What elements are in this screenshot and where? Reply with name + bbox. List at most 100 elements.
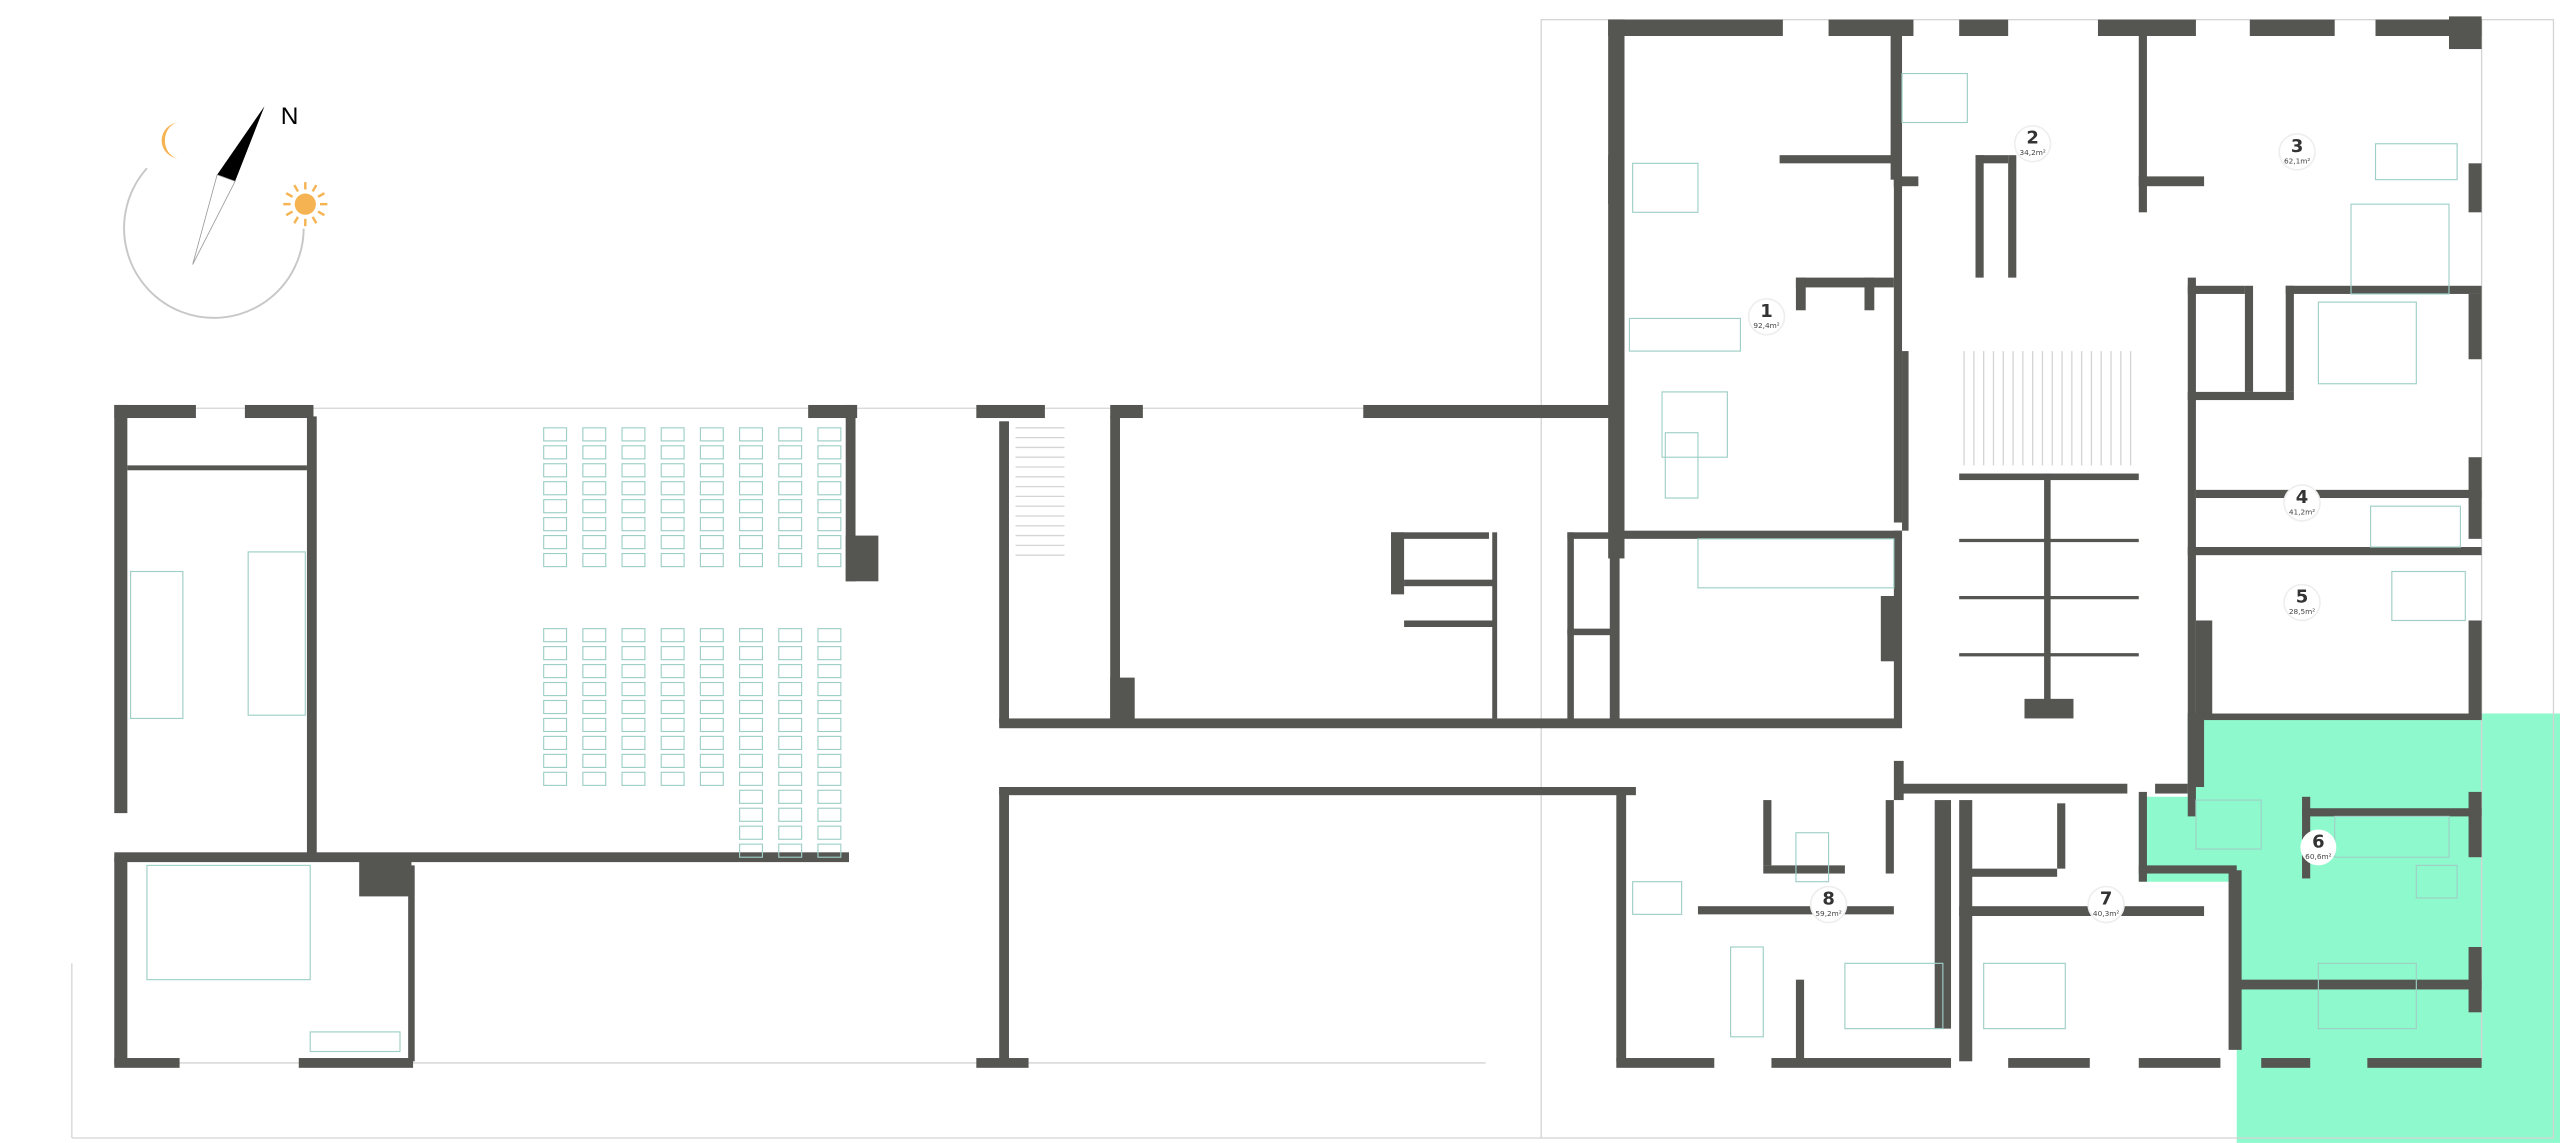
wall xyxy=(2187,547,2482,556)
wall xyxy=(1567,532,1574,722)
apartment-label-1[interactable]: 192,4m² xyxy=(1747,298,1786,336)
sun-ray xyxy=(285,210,294,217)
seat xyxy=(739,646,764,661)
wall xyxy=(298,1058,414,1068)
seat xyxy=(582,663,607,679)
wall xyxy=(2285,285,2294,392)
wall xyxy=(2195,620,2213,719)
furniture-item xyxy=(1697,538,1895,589)
wall xyxy=(2302,808,2482,817)
furniture-item xyxy=(1844,962,1944,1030)
seat xyxy=(817,789,842,804)
furniture-item xyxy=(1661,391,1728,458)
furniture-item xyxy=(1664,432,1699,499)
seat xyxy=(582,753,607,768)
seat xyxy=(817,807,842,822)
apartment-label-6[interactable]: 660,6m² xyxy=(2300,829,2337,866)
site-lines xyxy=(71,19,2555,1139)
sun-ray xyxy=(317,210,326,217)
seat xyxy=(660,445,685,460)
seat xyxy=(739,517,764,532)
apartment-label-7[interactable]: 740,3m² xyxy=(2087,885,2125,924)
apartment-label-2[interactable]: 234,2m² xyxy=(2013,124,2052,163)
seat xyxy=(621,681,646,697)
furniture-item xyxy=(2370,505,2461,548)
seat xyxy=(543,646,568,661)
wall xyxy=(114,404,128,814)
wall xyxy=(1771,1058,1952,1068)
seat xyxy=(543,663,568,679)
wall xyxy=(1893,760,1904,801)
seat xyxy=(660,535,685,550)
seat xyxy=(817,771,842,786)
apartment-label-3[interactable]: 362,1m² xyxy=(2278,133,2316,171)
wall xyxy=(2468,791,2482,858)
wall xyxy=(2249,19,2335,36)
sun-ray xyxy=(293,184,300,193)
wall xyxy=(1959,800,1973,1062)
seat xyxy=(778,843,803,858)
seat xyxy=(660,463,685,478)
seat xyxy=(739,628,764,643)
svg-text:40,3m²: 40,3m² xyxy=(2093,909,2119,918)
wall xyxy=(1893,32,1903,188)
wall xyxy=(2468,163,2482,213)
seat xyxy=(582,463,607,478)
seat xyxy=(817,628,842,643)
seat xyxy=(817,825,842,840)
apartment-6-highlight[interactable] xyxy=(2138,713,2560,1143)
wall xyxy=(2367,1058,2482,1068)
wall xyxy=(2244,285,2254,392)
seat xyxy=(543,517,568,532)
wall xyxy=(1795,979,1805,1062)
seat xyxy=(582,517,607,532)
sun-ray xyxy=(311,184,318,193)
seat xyxy=(582,552,607,568)
seat xyxy=(739,481,764,496)
seat xyxy=(817,681,842,697)
wall xyxy=(999,718,1903,729)
seat xyxy=(660,427,685,442)
apartment-label-5[interactable]: 528,5m² xyxy=(2283,583,2321,622)
apartment-label-4[interactable]: 441,2m² xyxy=(2283,484,2321,522)
seat xyxy=(621,499,646,514)
furniture-item xyxy=(247,551,306,716)
furniture-item xyxy=(2334,815,2450,858)
seat xyxy=(778,735,803,751)
seat xyxy=(582,499,607,514)
seat xyxy=(582,771,607,786)
seat xyxy=(739,735,764,751)
sun-icon xyxy=(283,182,328,227)
wall xyxy=(845,404,856,582)
seat xyxy=(543,552,568,568)
wall xyxy=(1110,677,1135,724)
compass-needle-tail xyxy=(192,174,236,265)
apartment-label-8[interactable]: 859,2m² xyxy=(1809,885,1848,924)
seat xyxy=(621,552,646,568)
seat xyxy=(778,517,803,532)
seat xyxy=(582,717,607,733)
moon-icon xyxy=(161,122,180,159)
wall xyxy=(2138,791,2147,882)
svg-text:59,2m²: 59,2m² xyxy=(1815,909,1841,918)
seat xyxy=(699,463,724,478)
seat xyxy=(739,699,764,715)
seat xyxy=(582,735,607,751)
seat xyxy=(739,463,764,478)
seat xyxy=(817,517,842,532)
wall xyxy=(1893,176,1919,187)
seat xyxy=(621,717,646,733)
seat xyxy=(543,628,568,643)
wall xyxy=(1391,532,1405,595)
wall xyxy=(1975,155,2009,164)
wall xyxy=(1902,351,1909,531)
walls xyxy=(114,16,2482,1068)
wall xyxy=(2195,489,2482,499)
apartment-labels: 192,4m² 234,2m² 362,1m² 441,2m² 528,5m² … xyxy=(1747,124,2337,924)
wall xyxy=(1608,19,1783,36)
wall xyxy=(1959,538,2139,543)
wall xyxy=(1492,532,1498,719)
seat xyxy=(543,463,568,478)
seat xyxy=(778,807,803,822)
wall xyxy=(2097,19,2196,36)
